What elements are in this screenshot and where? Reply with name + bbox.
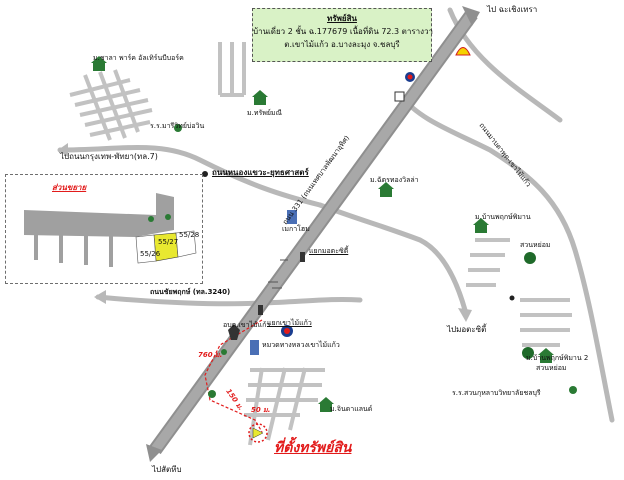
inset-panel: ส่วนขยาย 55/28 55/27 55/26 [5, 174, 203, 284]
plot-label-c: 55/26 [140, 250, 161, 258]
label-obt: อบต.เขาไม้แก้ว [223, 321, 271, 329]
label-chattongvilla: ม.ฉัตรทองวิลล่า [370, 176, 419, 184]
label-nongkhae-road: ถนนหนองแขวะ-ยุทธศาสตร์ [212, 168, 309, 177]
gas-station-icon [405, 72, 415, 82]
house-icon [91, 56, 107, 71]
building-icon [287, 210, 297, 224]
house-icon [473, 218, 489, 233]
label-suan-yom-2: สวนหย่อม [536, 364, 567, 372]
property-info-box: ทรัพย์สิน บ้านเดี่ยว 2 ชั้น ฉ.177679 เนื… [252, 8, 434, 62]
traffic-light-icon [258, 305, 263, 315]
tree-icon [524, 252, 536, 264]
inset-title: ส่วนขยาย [52, 183, 87, 192]
house-icon [318, 397, 334, 412]
label-target: ที่ตั้งทรัพย์สิน [274, 440, 352, 456]
shell-icon [455, 47, 471, 56]
arrow-south [146, 444, 162, 462]
label-metro-home: เมกาโฮม [282, 225, 310, 233]
label-banpruek-2: ม.บ้านพฤกษ์พิมาน 2 [526, 354, 589, 362]
plot-label-b: 55/27 [158, 238, 179, 246]
label-thipmanee: ม.ทรัพย์มณี [247, 109, 283, 117]
inset-map [24, 193, 197, 267]
emblem-icon [228, 324, 240, 340]
label-chala-park: ม.ชาลา พาร์ค อัลเทิร์นบีบอร์ค [93, 54, 184, 62]
property-box-line1: บ้านเดี่ยว 2 ชั้น ฉ.177679 เนื้อที่ดิน 7… [253, 27, 434, 36]
label-banpruek: ม.บ้านพฤกษ์พิมาน [475, 213, 531, 221]
sign-icon [394, 91, 405, 102]
property-box-line2: ต.เขาไม้แก้ว อ.บางละมุง จ.ชลบุรี [284, 40, 400, 49]
tree-icon [522, 347, 534, 359]
label-intersection-khaomaikaew: แยกเขาไม้แก้ว [267, 319, 312, 327]
gas-station-icon [281, 325, 293, 337]
label-to-sattahip: ไปสัตหีบ [152, 465, 182, 474]
label-school: ร.ร.มารีวิทย์บ่อวิน [150, 122, 205, 130]
label-suan-yom-1: สวนหย่อม [520, 241, 551, 249]
label-chaiyaphruek-road: ถนนชัยพฤกษ์ (ทล.3240) [150, 288, 231, 296]
label-distance-50: 50 ม. [251, 406, 271, 414]
label-to-chachoengsao: ไป ฉะเชิงเทรา [487, 5, 538, 14]
house-icon [538, 348, 554, 363]
plot-label-a: 55/28 [179, 231, 200, 239]
label-intersection-motorcity: แยกมอตะซิตี้ [309, 247, 349, 255]
label-chindalaland: ม.จินดาแลนด์ [330, 405, 373, 413]
target-marker [248, 423, 268, 443]
label-distance-760: 760 ม. [198, 351, 223, 359]
label-to-mabprachan: ไปมอตะซิตี้ [447, 325, 487, 334]
label-police: หมวดทางหลวงเขาไม้แก้ว [262, 341, 340, 349]
subdivision-grids [69, 42, 572, 446]
junction-dot [202, 171, 208, 177]
label-to-bangkok-pattaya: ไปถนนกรุงเทพ-พัทยา(ทล.7) [60, 152, 158, 161]
property-box-title: ทรัพย์สิน [327, 14, 357, 23]
house-icon [252, 90, 268, 105]
route-line [204, 319, 263, 433]
traffic-light-icon [300, 252, 305, 262]
label-university: ร.ร.สวนกุหลาบวิทยาลัยชลบุรี [452, 389, 541, 397]
building-icon [250, 340, 259, 355]
park-icon [208, 390, 216, 398]
school-icon [174, 124, 182, 132]
arrow-north [462, 6, 480, 26]
house-icon [378, 182, 394, 197]
